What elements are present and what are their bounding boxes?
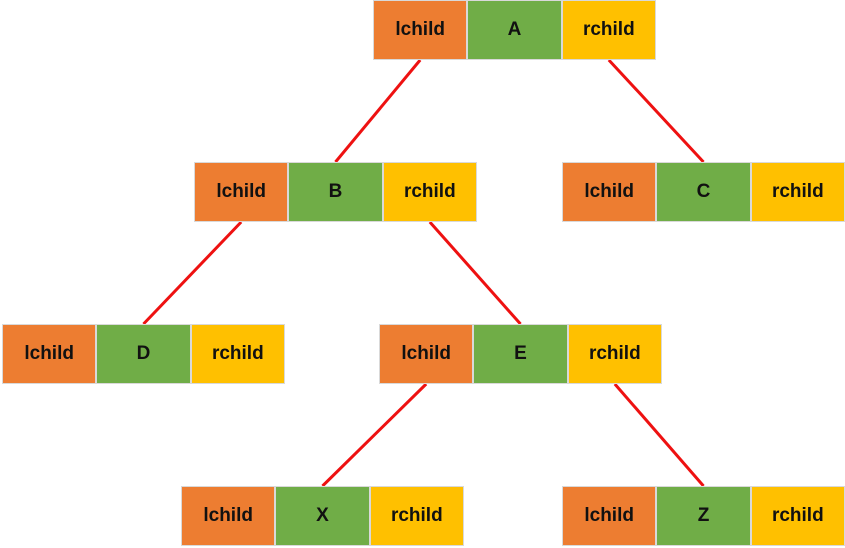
edge-b-d: [142, 220, 243, 326]
rchild-pointer-cell: rchild: [190, 324, 285, 384]
node-value-cell: B: [288, 162, 383, 222]
lchild-pointer-cell: lchild: [373, 0, 468, 60]
edge-b-e: [428, 221, 522, 325]
edge-a-c: [607, 58, 705, 164]
lchild-pointer-cell: lchild: [181, 486, 276, 546]
rchild-pointer-cell: rchild: [750, 162, 845, 222]
tree-node-a: lchild A rchild: [373, 0, 656, 60]
lchild-pointer-cell: lchild: [2, 324, 97, 384]
tree-node-x: lchild X rchild: [181, 486, 464, 546]
tree-node-z: lchild Z rchild: [562, 486, 845, 546]
node-value-cell: E: [473, 324, 568, 384]
lchild-pointer-cell: lchild: [194, 162, 289, 222]
edge-e-x: [321, 382, 428, 488]
tree-node-d: lchild D rchild: [2, 324, 285, 384]
tree-node-b: lchild B rchild: [194, 162, 477, 222]
rchild-pointer-cell: rchild: [567, 324, 662, 384]
rchild-pointer-cell: rchild: [382, 162, 477, 222]
node-value-cell: C: [656, 162, 751, 222]
node-value-cell: Z: [656, 486, 751, 546]
tree-node-e: lchild E rchild: [379, 324, 662, 384]
node-value-cell: X: [275, 486, 370, 546]
lchild-pointer-cell: lchild: [379, 324, 474, 384]
lchild-pointer-cell: lchild: [562, 486, 657, 546]
rchild-pointer-cell: rchild: [750, 486, 845, 546]
edge-e-z: [613, 383, 705, 487]
tree-node-c: lchild C rchild: [562, 162, 845, 222]
node-value-cell: D: [96, 324, 191, 384]
lchild-pointer-cell: lchild: [562, 162, 657, 222]
edge-a-b: [334, 59, 422, 163]
rchild-pointer-cell: rchild: [561, 0, 656, 60]
node-value-cell: A: [467, 0, 562, 60]
rchild-pointer-cell: rchild: [369, 486, 464, 546]
